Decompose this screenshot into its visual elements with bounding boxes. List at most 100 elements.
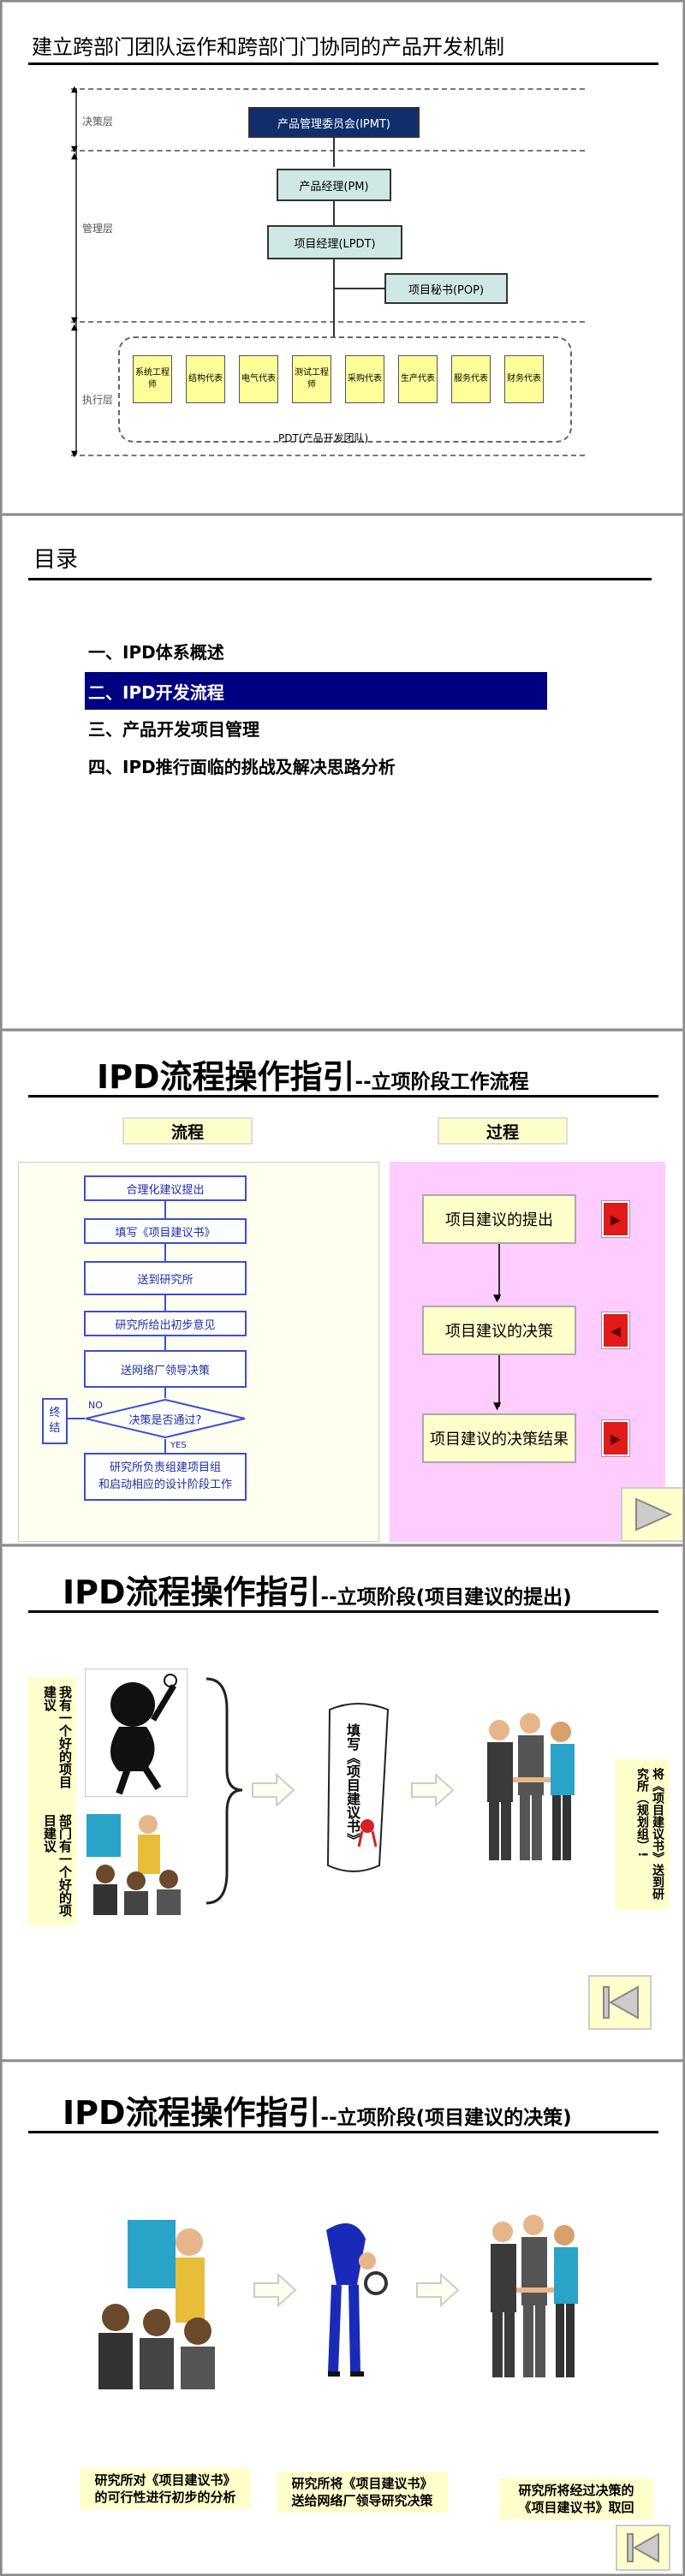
play-button[interactable]: ▶ bbox=[602, 1201, 629, 1237]
member-box: 测试工程师 bbox=[292, 355, 331, 403]
arrow-icon: ▼ bbox=[493, 1292, 502, 1304]
member-box: 生产代表 bbox=[398, 355, 438, 403]
flow-arrow bbox=[164, 1439, 166, 1453]
arrow-icon: ▲ bbox=[71, 323, 78, 332]
play-button[interactable]: ▶ bbox=[602, 1420, 629, 1456]
step-caption: 研究所将经过决策的 《项目建议书》取回 bbox=[499, 2478, 653, 2519]
no-arrow bbox=[68, 1418, 85, 1419]
arrow-icon: ▼ bbox=[71, 145, 78, 154]
arrow-icon: ▲ bbox=[71, 152, 78, 161]
connector bbox=[333, 259, 335, 336]
pm-box: 产品经理(PM) bbox=[277, 169, 391, 201]
slide-title: 建立跨部门团队运作和跨部门门协同的产品开发机制 bbox=[32, 35, 504, 59]
col-proc-label: 过程 bbox=[438, 1117, 568, 1145]
title-rule bbox=[28, 62, 658, 65]
handshake-group-icon bbox=[487, 1713, 575, 1860]
layer-divider bbox=[71, 88, 585, 90]
flow-step: 送到研究所 bbox=[84, 1261, 247, 1295]
title-rule bbox=[28, 1095, 658, 1098]
arrow-icon: ▲ bbox=[71, 85, 78, 94]
layer-label: 管理层 bbox=[82, 223, 114, 235]
member-box: 采购代表 bbox=[345, 355, 384, 403]
layer-divider bbox=[71, 321, 585, 323]
arrow-right-icon bbox=[253, 2273, 297, 2307]
next-slide-button[interactable] bbox=[621, 1487, 682, 1542]
back-to-start-button[interactable] bbox=[588, 1975, 652, 2030]
toc-item[interactable]: 一、IPD体系概述 bbox=[88, 641, 224, 663]
pdt-container bbox=[118, 336, 572, 443]
back-icon bbox=[627, 2532, 659, 2563]
flow-arrow bbox=[164, 1201, 166, 1218]
submit-caption: 将《项目建议书》送到研究所（规划组）! bbox=[616, 1759, 669, 1910]
ipmt-box: 产品管理委员会(IPMT) bbox=[248, 107, 420, 138]
layer-label: 执行层 bbox=[82, 394, 114, 406]
inspector-icon bbox=[326, 2223, 388, 2377]
meeting-group-icon bbox=[86, 1814, 181, 1915]
slide-toc: 目录 一、IPD体系概述 二、IPD开发流程 三、产品开发项目管理 四、IPD推… bbox=[2, 515, 683, 1029]
back-icon bbox=[603, 1985, 639, 2020]
member-box: 电气代表 bbox=[239, 355, 278, 403]
member-box: 服务代表 bbox=[451, 355, 491, 403]
process-step: 项目建议的提出 bbox=[422, 1194, 576, 1244]
flow-arrow bbox=[164, 1244, 166, 1261]
end-box: 终 结 bbox=[42, 1398, 68, 1444]
flow-step: 填写《项目建议书》 bbox=[84, 1218, 247, 1244]
idea-person-icon bbox=[85, 1669, 188, 1797]
process-step: 项目建议的决策结果 bbox=[422, 1413, 576, 1463]
title-rule bbox=[28, 578, 652, 580]
connector bbox=[333, 288, 384, 289]
connector bbox=[333, 138, 335, 167]
yes-label: YES bbox=[170, 1441, 187, 1450]
scroll-text: 填写《项目建议书》 bbox=[344, 1723, 360, 1847]
arrow-right-icon bbox=[416, 2273, 460, 2307]
idea-caption: 我有一个好的项目建议 bbox=[28, 1677, 76, 1806]
flow-step: 研究所给出初步意见 bbox=[84, 1311, 247, 1336]
slide-title: 目录 bbox=[33, 547, 79, 573]
flow-step: 合理化建议提出 bbox=[84, 1175, 247, 1201]
slide-flow: IPD流程操作指引--立项阶段工作流程 流程 过程 合理化建议提出 填写《项目建… bbox=[2, 1031, 683, 1544]
decision-text: 决策是否通过? bbox=[128, 1413, 202, 1427]
decision-diamond bbox=[85, 1398, 246, 1439]
handshake-group-icon bbox=[491, 2215, 578, 2377]
no-label: NO bbox=[88, 1400, 103, 1411]
arrow-right-icon bbox=[411, 1773, 455, 1807]
title-rule bbox=[28, 1610, 658, 1613]
slide-proposal: IPD流程操作指引--立项阶段(项目建议的提出) 我有一个好的项目建议 部门有一… bbox=[2, 1546, 683, 2060]
pop-box: 项目秘书(POP) bbox=[384, 273, 508, 304]
title-rule bbox=[28, 2131, 658, 2133]
layer-label: 决策层 bbox=[82, 116, 114, 128]
flow-arrow bbox=[164, 1295, 166, 1311]
step-caption: 研究所对《项目建议书》 的可行性进行初步的分析 bbox=[80, 2468, 251, 2509]
flow-arrow bbox=[164, 1388, 166, 1398]
toc-item[interactable]: 四、IPD推行面临的挑战及解决思路分析 bbox=[88, 756, 396, 777]
scroll-icon bbox=[326, 1703, 390, 1872]
process-arrow bbox=[498, 1244, 500, 1299]
arrow-icon: ▼ bbox=[493, 1400, 502, 1412]
process-arrow bbox=[498, 1355, 500, 1407]
lpdt-box: 项目经理(LPDT) bbox=[267, 225, 402, 259]
toc-item-active[interactable]: 二、IPD开发流程 bbox=[88, 681, 224, 703]
member-box: 财务代表 bbox=[504, 355, 544, 403]
arrow-right-icon bbox=[252, 1773, 295, 1807]
slide-org-structure: 建立跨部门团队运作和跨部门门协同的产品开发机制 ▲ ▼ ▲ ▼ ▲ ▼ 决策层 … bbox=[2, 2, 683, 514]
slide-title: IPD流程操作指引--立项阶段(项目建议的提出) bbox=[63, 1574, 572, 1611]
slide-title: IPD流程操作指引--立项阶段(项目建议的决策) bbox=[63, 2094, 572, 2132]
toc-item[interactable]: 三、产品开发项目管理 bbox=[88, 718, 259, 740]
slide-title: IPD流程操作指引--立项阶段工作流程 bbox=[97, 1058, 529, 1096]
layer-divider bbox=[71, 455, 585, 456]
process-step: 项目建议的决策 bbox=[422, 1306, 576, 1355]
layer-divider bbox=[71, 150, 585, 152]
arrow-icon: ▼ bbox=[71, 316, 78, 325]
meeting-group-icon bbox=[98, 2220, 215, 2389]
step-caption: 研究所将《项目建议书》 送给网络厂领导研究决策 bbox=[277, 2472, 448, 2513]
dept-caption: 部门有一个好的项目建议 bbox=[28, 1806, 76, 1925]
member-box: 系统工程师 bbox=[133, 355, 172, 403]
toc-highlight bbox=[85, 672, 547, 710]
slide-decision: IPD流程操作指引--立项阶段(项目建议的决策) bbox=[2, 2061, 683, 2574]
layer-axis bbox=[75, 88, 77, 455]
back-to-start-button[interactable] bbox=[616, 2525, 670, 2571]
flow-step: 研究所负责组建项目组 和启动相应的设计阶段工作 bbox=[84, 1453, 247, 1501]
member-box: 结构代表 bbox=[186, 355, 225, 403]
back-button[interactable]: ◀ bbox=[602, 1312, 629, 1348]
pdt-label: PDT(产品开发团队) bbox=[278, 432, 369, 444]
